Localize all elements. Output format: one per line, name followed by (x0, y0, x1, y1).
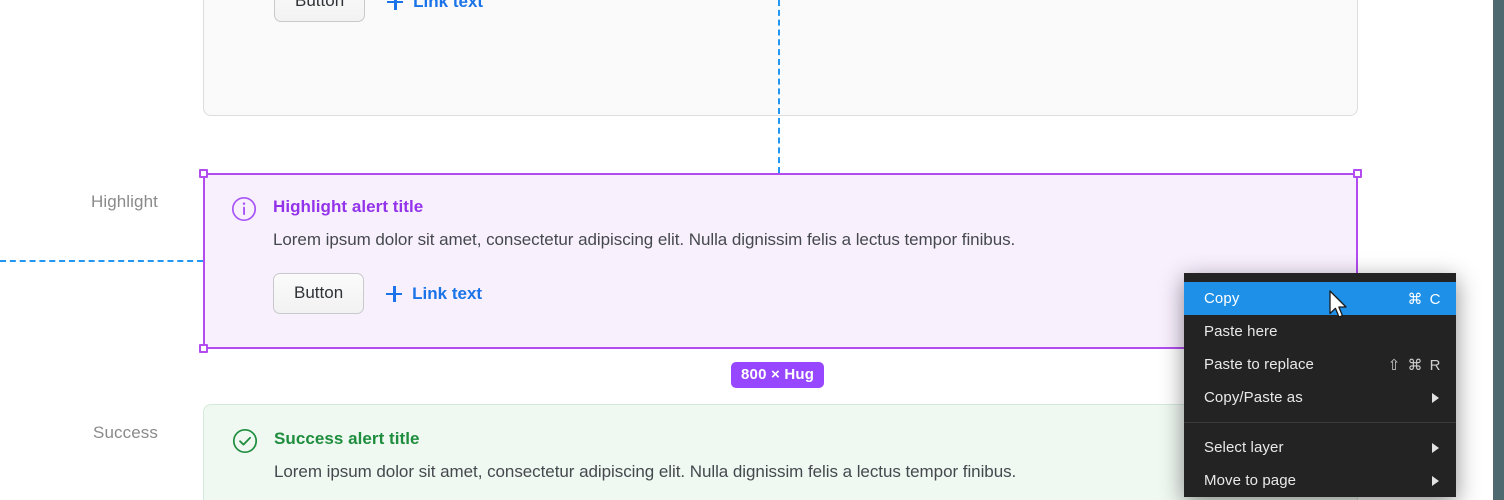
menu-item-label: Copy (1204, 290, 1240, 307)
menu-item-shortcut: ⌘ C (1407, 290, 1442, 308)
menu-item-paste-here[interactable]: Paste here (1184, 315, 1456, 348)
menu-item-label: Move to page (1204, 472, 1297, 489)
scrollbar-thumb[interactable] (1493, 0, 1504, 500)
alert-title: Success alert title (274, 429, 420, 448)
menu-item-paste-to-replace[interactable]: Paste to replace ⇧ ⌘ R (1184, 348, 1456, 381)
menu-item-move-to-page[interactable]: Move to page (1184, 464, 1456, 497)
scrollbar-track[interactable] (1493, 0, 1504, 500)
alert-link[interactable]: Link text (387, 0, 483, 12)
alert-description: Lorem ipsum dolor sit amet, consectetur … (273, 230, 1016, 249)
plus-icon (386, 285, 403, 302)
alignment-guide-horizontal (0, 260, 203, 262)
row-label-highlight: Highlight (90, 192, 158, 211)
alert-description: Lorem ipsum dolor sit amet, consectetur … (274, 462, 1017, 481)
alert-card-neutral[interactable]: Lorem ipsum dolor sit amet, consectetur … (203, 0, 1358, 116)
menu-item-label: Paste here (1204, 323, 1278, 340)
plus-icon (387, 0, 404, 10)
menu-item-copy[interactable]: Copy ⌘ C (1184, 282, 1456, 315)
menu-item-label: Paste to replace (1204, 356, 1314, 373)
alert-link[interactable]: Link text (386, 284, 482, 304)
chevron-right-icon (1432, 442, 1439, 453)
alert-button[interactable]: Button (273, 273, 365, 314)
info-circle-icon (231, 196, 257, 222)
alert-link-label: Link text (413, 0, 484, 11)
alert-title: Highlight alert title (273, 197, 424, 216)
alert-card-highlight[interactable]: Highlight alert title Lorem ipsum dolor … (203, 173, 1358, 349)
alert-actions: Button Link text (274, 0, 1329, 22)
check-circle-icon (232, 428, 258, 454)
alert-link-label: Link text (412, 283, 483, 303)
menu-item-copy-paste-as[interactable]: Copy/Paste as (1184, 381, 1456, 414)
menu-separator (1184, 422, 1456, 423)
size-badge: 800 × Hug (731, 362, 825, 388)
alert-actions: Button Link text (273, 273, 1330, 314)
row-label-success: Success (93, 423, 158, 442)
context-menu[interactable]: Copy ⌘ C Paste here Paste to replace ⇧ ⌘… (1184, 273, 1456, 497)
alert-card-success[interactable]: Success alert title Lorem ipsum dolor si… (203, 404, 1358, 500)
alignment-guide-vertical (778, 0, 780, 173)
menu-item-label: Select layer (1204, 439, 1284, 456)
chevron-right-icon (1432, 392, 1439, 403)
menu-item-label: Copy/Paste as (1204, 389, 1303, 406)
menu-item-shortcut: ⇧ ⌘ R (1387, 356, 1442, 374)
alert-button[interactable]: Button (274, 0, 366, 22)
menu-item-select-layer[interactable]: Select layer (1184, 431, 1456, 464)
chevron-right-icon (1432, 475, 1439, 486)
